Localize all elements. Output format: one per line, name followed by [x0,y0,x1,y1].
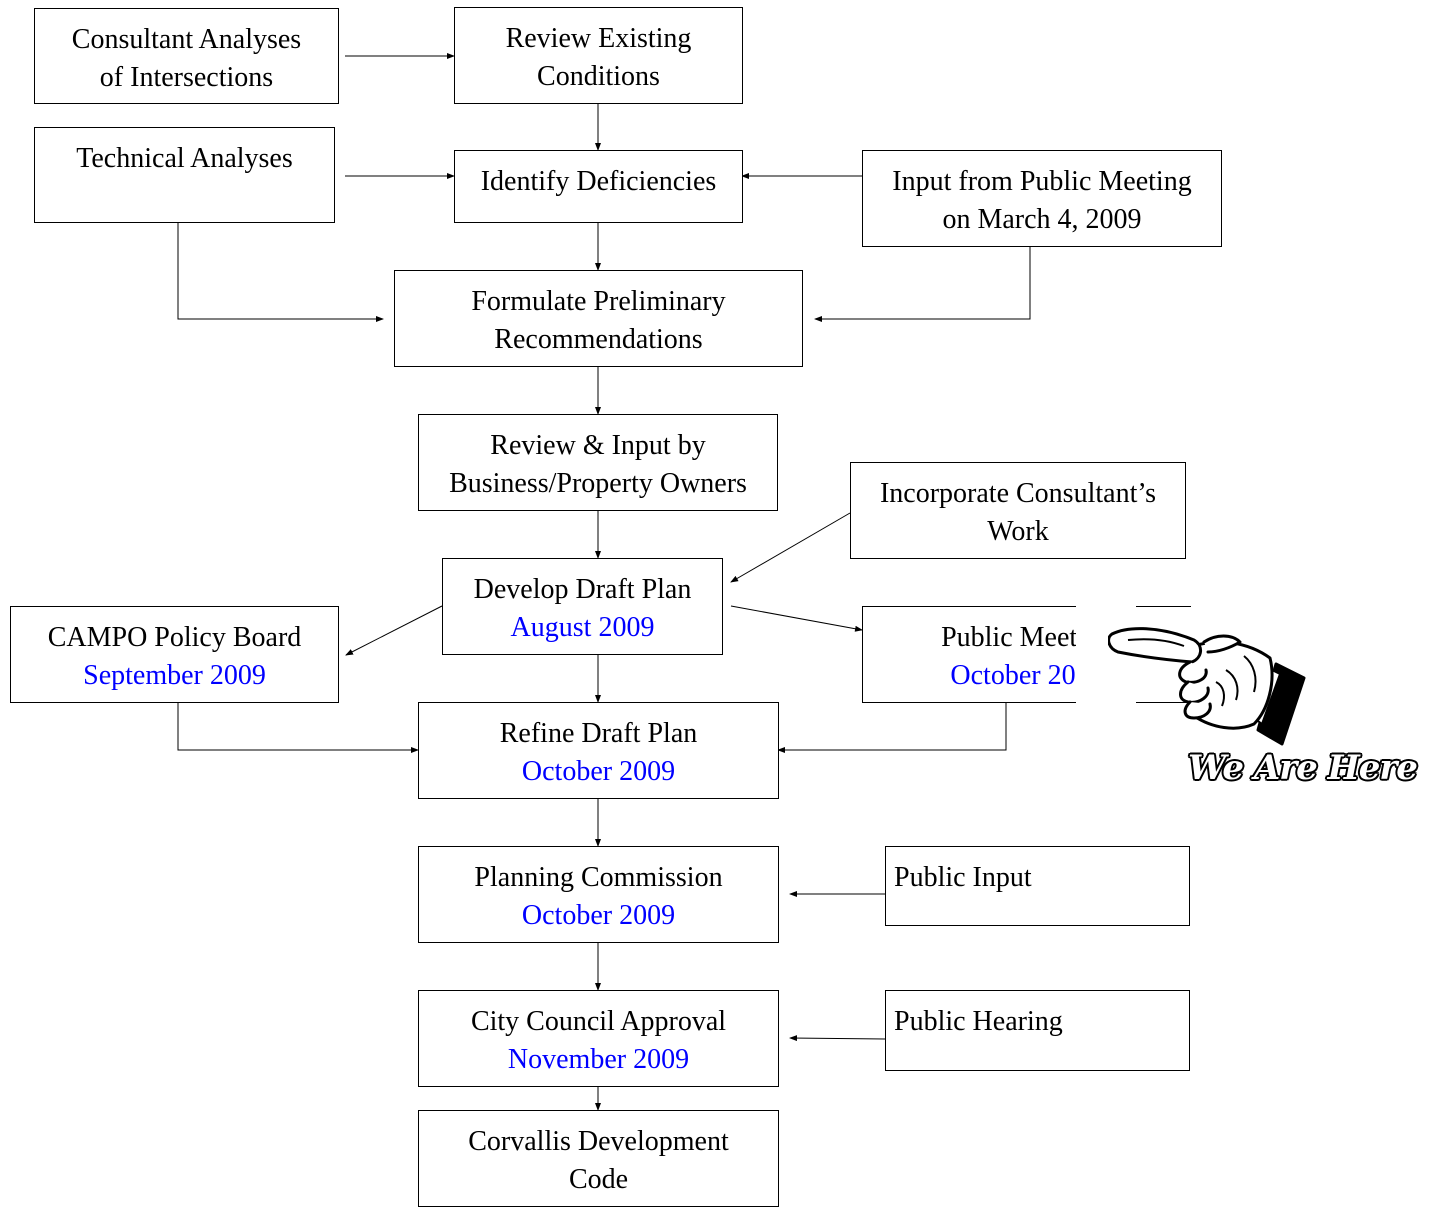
edge-public-hearing-to-council [789,1035,886,1042]
box-incorporate-consultant-line2: Work [987,516,1049,547]
box-technical-analyses: Technical Analyses [34,127,335,223]
box-incorporate-consultant: Incorporate Consultant’s Work [850,462,1186,559]
box-refine-draft-plan: Refine Draft Plan October 2009 [418,702,779,799]
edge-incorporate-to-develop [730,512,851,583]
edge-develop-to-campo [345,605,443,656]
edge-develop-to-public-meeting [730,605,863,632]
box-corvallis-code-line1: Corvallis Development [468,1126,729,1157]
box-consultant-analyses-line2: of Intersections [99,62,274,93]
box-incorporate-consultant-line1: Incorporate Consultant’s [879,478,1157,509]
box-public-input: Public Input [885,846,1190,926]
box-planning-commission: Planning Commission October 2009 [418,846,779,943]
box-review-existing-line1: Review Existing [505,23,692,54]
box-identify-deficiencies: Identify Deficiencies [454,150,743,223]
box-refine-draft-plan-title: Refine Draft Plan [499,718,698,749]
box-review-input-owners-line2: Business/Property Owners [449,468,747,499]
box-planning-commission-date: October 2009 [521,900,676,931]
edge-technical-to-formulate [177,223,384,322]
box-consultant-analyses: Consultant Analyses of Intersections [34,8,339,104]
box-formulate-preliminary: Formulate Preliminary Recommendations [394,270,803,367]
box-city-council-title: City Council Approval [470,1006,727,1037]
edge-public-meeting-to-formulate [814,247,1031,322]
box-develop-draft-plan-date: August 2009 [510,612,655,643]
box-public-hearing: Public Hearing [885,990,1190,1071]
edge-campo-to-refine [177,702,419,753]
pointing-hand-icon [1108,627,1306,746]
box-public-input-line1: Public Input [894,862,1032,893]
box-input-public-meeting: Input from Public Meeting on March 4, 20… [862,150,1222,247]
box-formulate-preliminary-line1: Formulate Preliminary [471,286,726,317]
box-develop-draft-plan: Develop Draft Plan August 2009 [442,558,723,655]
box-input-public-meeting-line1: Input from Public Meeting [892,166,1192,197]
box-refine-draft-plan-date: October 2009 [521,756,676,787]
box-review-existing-conditions: Review Existing Conditions [454,7,743,104]
box-review-input-owners-line1: Review & Input by [490,430,706,461]
box-formulate-preliminary-line2: Recommendations [494,324,703,355]
we-are-here-label: We Are Here [1188,748,1418,788]
box-corvallis-code-line2: Code [568,1164,629,1195]
box-review-input-owners: Review & Input by Business/Property Owne… [418,414,778,511]
box-city-council-date: November 2009 [507,1044,690,1075]
box-planning-commission-title: Planning Commission [474,862,723,893]
edge-public-meeting-to-refine [777,702,1007,753]
box-city-council-approval: City Council Approval November 2009 [418,990,779,1087]
box-consultant-analyses-line1: Consultant Analyses [71,24,302,55]
box-identify-deficiencies-line1: Identify Deficiencies [480,166,717,197]
box-review-existing-line2: Conditions [537,61,660,92]
box-technical-analyses-line1: Technical Analyses [76,143,293,174]
box-campo-policy-board-title: CAMPO Policy Board [47,622,302,653]
box-develop-draft-plan-title: Develop Draft Plan [473,574,692,605]
box-public-hearing-line1: Public Hearing [894,1006,1063,1037]
box-corvallis-development-code: Corvallis Development Code [418,1110,779,1207]
box-campo-policy-board-date: September 2009 [83,660,266,691]
box-input-public-meeting-line2: on March 4, 2009 [942,204,1142,235]
box-campo-policy-board: CAMPO Policy Board September 2009 [10,606,339,703]
